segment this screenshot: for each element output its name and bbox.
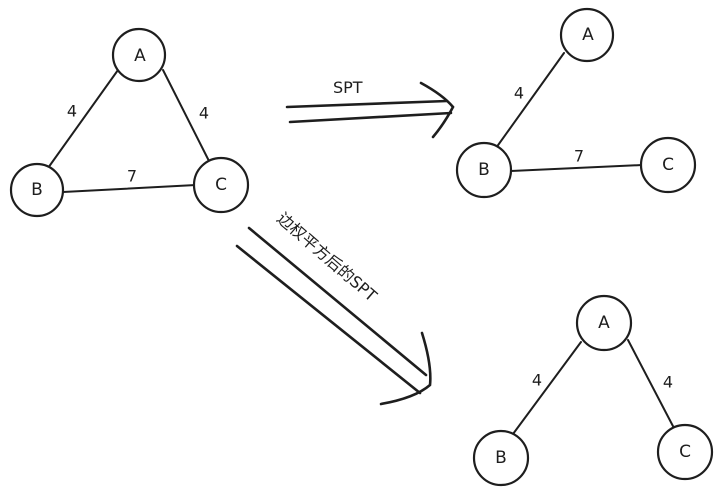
node-c: C (639, 136, 697, 194)
node-label: C (215, 175, 227, 195)
arrow-shaft-bottom (288, 111, 453, 124)
edge-label-b-c: 7 (127, 167, 137, 186)
node-a: A (111, 27, 167, 83)
edge-label-a-b: 4 (67, 102, 77, 121)
node-label: A (598, 313, 610, 333)
spt-arrow: SPT (285, 78, 455, 139)
edge-b-c (62, 184, 197, 193)
node-a: A (575, 294, 633, 352)
arrow-shaft-bottom (235, 244, 422, 395)
edge-label-b-c: 7 (574, 147, 584, 166)
arrow-head (379, 331, 432, 406)
edge-a-c (162, 69, 211, 164)
node-b: B (455, 141, 513, 199)
arrow-shaft-top (247, 226, 428, 377)
edge-label-a-c: 4 (199, 104, 209, 123)
node-label: B (478, 160, 490, 180)
squared-spt-graph: 4 4 A B C (472, 294, 714, 487)
edge-label-a-b: 4 (532, 371, 542, 390)
node-label: B (495, 448, 507, 468)
edge-a-b (512, 341, 582, 435)
arrow-head (419, 81, 455, 139)
edge-a-b (47, 69, 119, 169)
node-c: C (192, 156, 250, 214)
node-label: C (679, 442, 691, 462)
node-b: B (9, 162, 65, 218)
node-label: C (662, 155, 674, 175)
edge-a-b (495, 52, 565, 149)
node-c: C (656, 423, 714, 481)
node-a: A (559, 7, 615, 63)
spt-graph: 4 7 A B C (455, 7, 697, 199)
node-label: A (134, 46, 146, 66)
node-label: B (31, 180, 43, 200)
arrow-shaft-top (285, 99, 449, 109)
edge-b-c (510, 164, 643, 172)
edge-label-a-c: 4 (663, 373, 673, 392)
spt-arrow-label: SPT (333, 78, 363, 97)
edge-label-a-b: 4 (514, 84, 524, 103)
original-graph: 4 4 7 A B C (9, 27, 250, 218)
squared-spt-arrow-label: 边权平方后的SPT (273, 209, 380, 306)
squared-spt-arrow: 边权平方后的SPT (235, 209, 432, 406)
node-b: B (472, 429, 530, 487)
edge-a-c (627, 339, 676, 431)
node-label: A (582, 25, 594, 45)
